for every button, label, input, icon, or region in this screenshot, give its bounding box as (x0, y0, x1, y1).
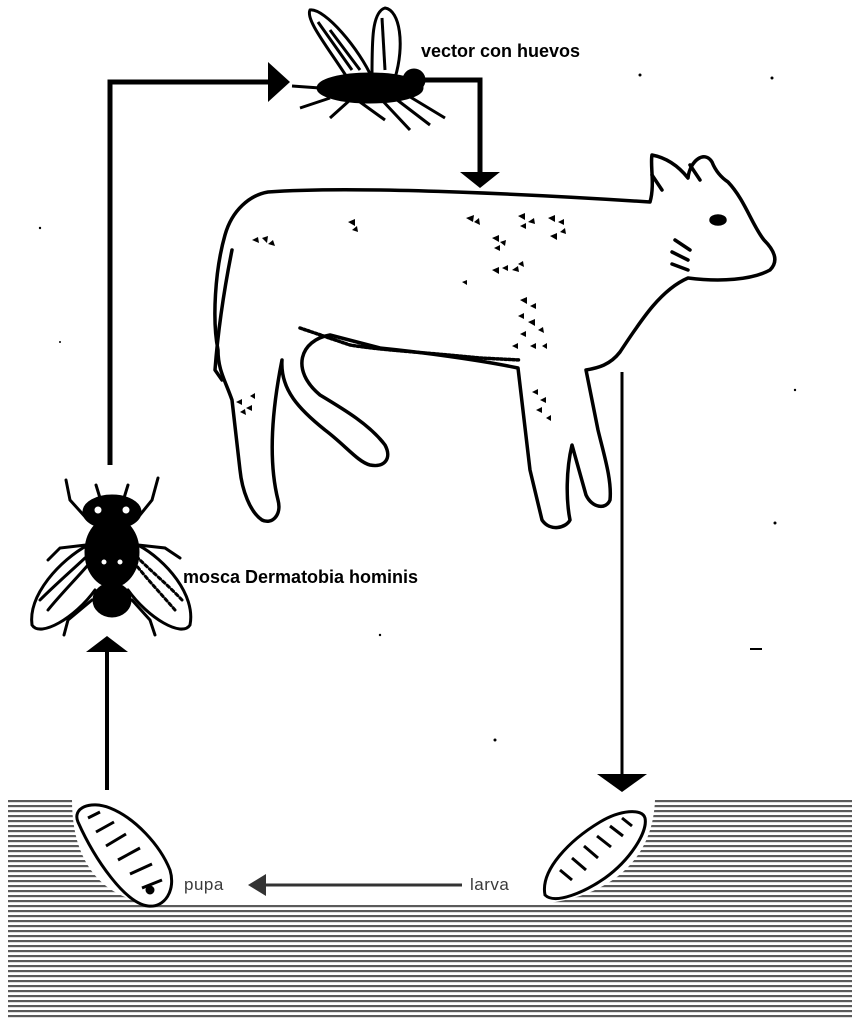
label-larva: larva (470, 875, 509, 895)
arrowhead-to-vector (268, 62, 290, 102)
label-pupa: pupa (184, 875, 224, 895)
adult-fly-icon (32, 478, 191, 635)
label-vector: vector con huevos (421, 41, 580, 62)
label-fly: mosca Dermatobia hominis (183, 567, 418, 588)
arrowhead-to-cow (460, 172, 500, 188)
arrowhead-to-pupa (248, 874, 266, 896)
arrowhead-to-fly (86, 636, 128, 652)
arrow-vector-to-cow (422, 80, 480, 176)
arrowhead-to-larva (597, 774, 647, 792)
vector-fly-icon (292, 8, 445, 130)
cow-icon (215, 155, 775, 528)
